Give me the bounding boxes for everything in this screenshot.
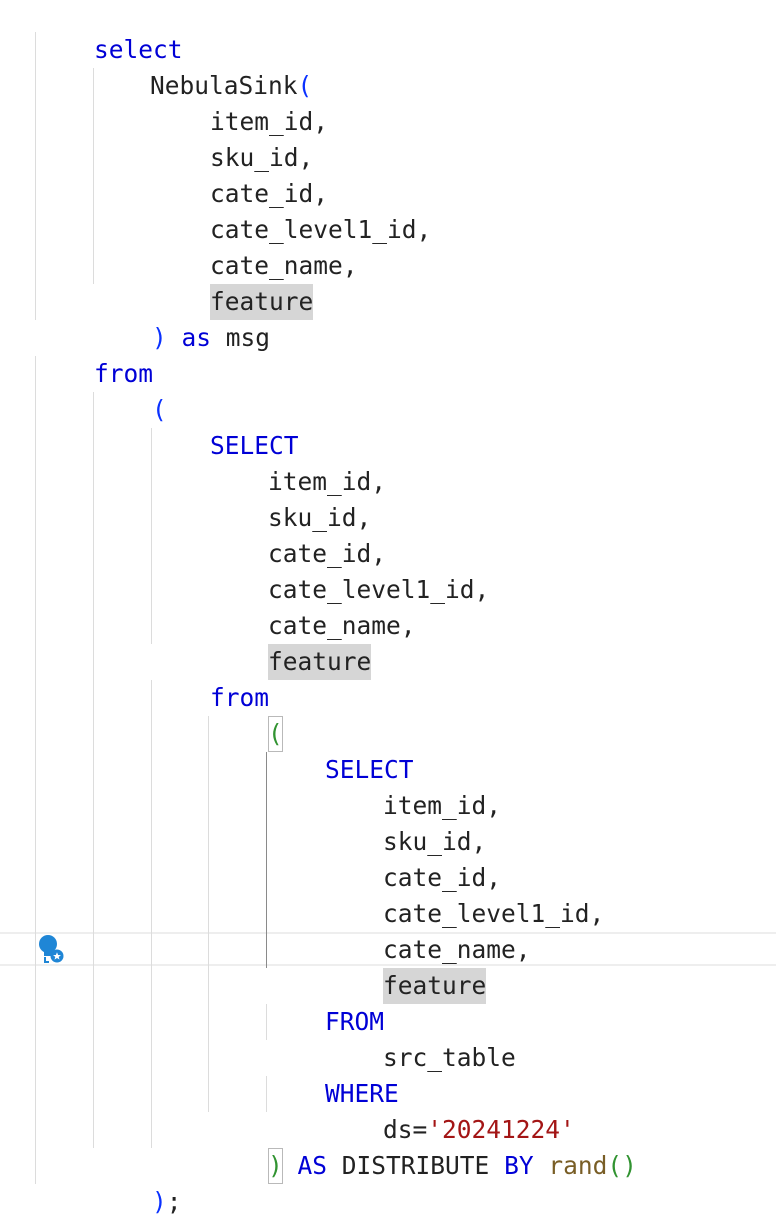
code-line[interactable]: src_table: [324, 1004, 516, 1072]
code-line[interactable]: );: [93, 1148, 182, 1216]
code-line-current[interactable]: feature: [324, 932, 487, 1004]
bracket-token: ): [152, 323, 167, 352]
indent-guide-active: [266, 752, 267, 968]
identifier-token: cate_level1_id,: [210, 215, 432, 244]
identifier-token: item_id,: [268, 467, 387, 496]
code-line[interactable]: sku_id,: [209, 464, 371, 532]
identifier-token: src_table: [383, 1043, 516, 1072]
bracket-token: (): [607, 1151, 637, 1180]
string-token: '20241224': [427, 1115, 575, 1144]
keyword-token: from: [210, 683, 270, 712]
code-line[interactable]: (: [209, 680, 283, 752]
code-line[interactable]: feature: [151, 248, 314, 320]
code-line[interactable]: SELECT: [151, 392, 299, 460]
code-line[interactable]: cate_name,: [209, 572, 416, 640]
code-line[interactable]: item_id,: [151, 68, 328, 136]
highlighted-identifier-token: feature: [210, 284, 314, 320]
code-line[interactable]: SELECT: [266, 716, 414, 784]
current-line-highlight: [0, 932, 776, 966]
keyword-token: from: [94, 359, 154, 388]
identifier-token: msg: [211, 323, 271, 352]
code-line[interactable]: ) AS DISTRIBUTE BY rand(): [209, 1112, 637, 1184]
code-line[interactable]: NebulaSink(: [91, 32, 312, 100]
keyword-token: SELECT: [210, 431, 299, 460]
code-line[interactable]: FROM: [266, 968, 384, 1036]
identifier-token: item_id,: [210, 107, 329, 136]
code-line[interactable]: ) as msg: [93, 284, 270, 352]
bracket-token: (: [152, 395, 167, 424]
indent-guide: [93, 68, 94, 284]
code-line[interactable]: (: [93, 356, 167, 424]
indent-guide: [35, 32, 36, 320]
code-line[interactable]: select: [35, 0, 183, 64]
indent-guide: [208, 716, 209, 1112]
identifier-token: cate_name,: [383, 935, 531, 964]
code-line[interactable]: item_id,: [324, 752, 501, 820]
keyword-token: select: [94, 35, 183, 64]
code-line[interactable]: sku_id,: [324, 788, 486, 856]
keyword-token: BY: [489, 1151, 534, 1180]
keyword-token: FROM: [325, 1007, 385, 1036]
code-line[interactable]: feature: [209, 608, 372, 680]
code-line[interactable]: from: [35, 320, 153, 388]
code-line[interactable]: cate_level1_id,: [209, 536, 489, 604]
highlighted-identifier-token: feature: [383, 968, 487, 1004]
function-token: NebulaSink: [150, 71, 298, 100]
identifier-token: cate_id,: [210, 179, 329, 208]
keyword-token: WHERE: [325, 1079, 399, 1108]
indent-guide: [151, 428, 152, 644]
identifier-token: cate_id,: [383, 863, 502, 892]
code-line[interactable]: sku_id,: [151, 104, 313, 172]
code-line[interactable]: cate_level1_id,: [151, 176, 431, 244]
identifier-token: DISTRIBUTE: [327, 1151, 490, 1180]
matched-bracket-token: ): [268, 1148, 283, 1184]
code-line[interactable]: cate_id,: [209, 500, 386, 568]
identifier-token: ds=: [383, 1115, 428, 1144]
lightbulb-ai-icon[interactable]: [36, 934, 66, 964]
identifier-token: cate_name,: [268, 611, 416, 640]
code-line[interactable]: ds='20241224': [324, 1076, 575, 1144]
code-line[interactable]: cate_name,: [324, 896, 531, 964]
identifier-token: cate_id,: [268, 539, 387, 568]
code-line[interactable]: cate_id,: [151, 140, 328, 208]
identifier-token: sku_id,: [210, 143, 314, 172]
indent-guide: [151, 680, 152, 1148]
keyword-token: AS: [282, 1151, 328, 1180]
code-line[interactable]: item_id,: [209, 428, 386, 496]
indent-guide: [35, 356, 36, 1184]
identifier-token: cate_level1_id,: [268, 575, 490, 604]
bracket-token: ): [152, 1187, 167, 1216]
identifier-token: cate_level1_id,: [383, 899, 605, 928]
identifier-token: cate_name,: [210, 251, 358, 280]
indent-guide: [266, 1004, 267, 1040]
indent-guide: [93, 392, 94, 1148]
identifier-token: item_id,: [383, 791, 502, 820]
indent-guide: [266, 1076, 267, 1112]
punctuation-token: ;: [166, 1187, 182, 1216]
identifier-token: sku_id,: [268, 503, 372, 532]
highlighted-identifier-token: feature: [268, 644, 372, 680]
matched-bracket-token: (: [268, 716, 283, 752]
identifier-token: sku_id,: [383, 827, 487, 856]
code-line[interactable]: cate_level1_id,: [324, 860, 604, 928]
code-line[interactable]: cate_name,: [151, 212, 358, 280]
code-line[interactable]: from: [151, 644, 269, 712]
function-token: rand: [533, 1151, 608, 1180]
code-line[interactable]: WHERE: [266, 1040, 399, 1108]
keyword-token: SELECT: [325, 755, 414, 784]
bracket-token: (: [297, 71, 313, 100]
code-line[interactable]: cate_id,: [324, 824, 501, 892]
keyword-token: as: [166, 323, 212, 352]
